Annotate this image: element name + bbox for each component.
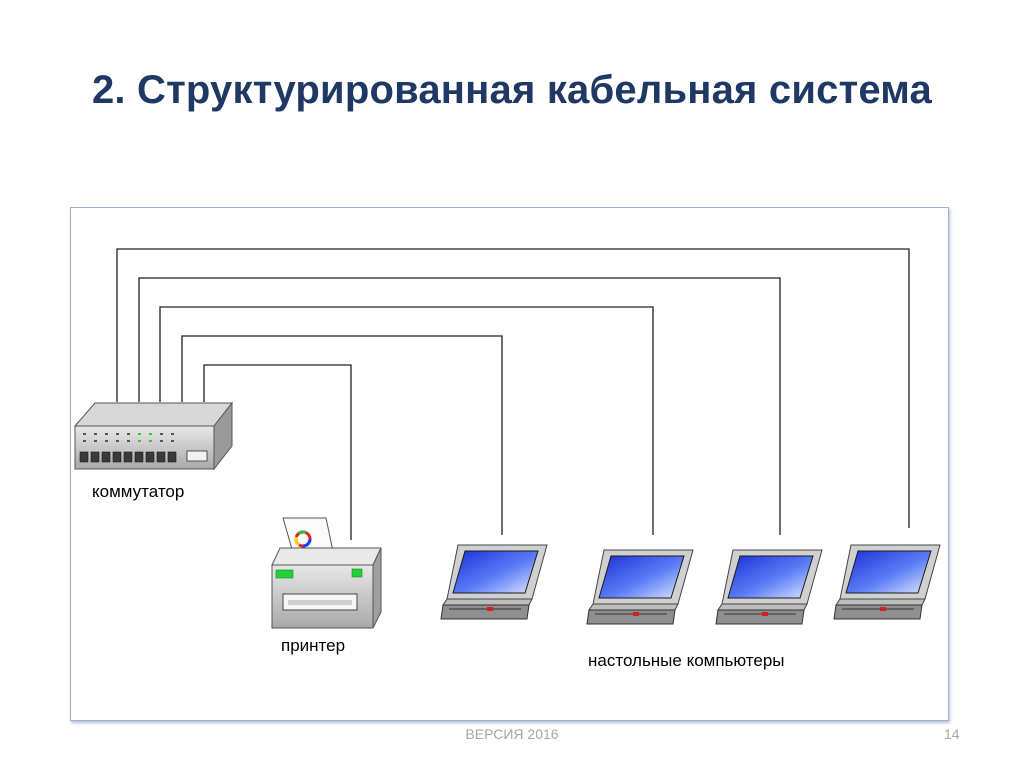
- cable-2: [138, 277, 781, 535]
- laptop-icon-1: [440, 544, 548, 620]
- laptop-icon-3: [715, 549, 823, 625]
- network-switch-icon: [73, 401, 234, 471]
- printer-icon: [271, 517, 382, 629]
- cable-1: [116, 248, 910, 528]
- footer-version: ВЕРСИЯ 2016: [465, 726, 559, 742]
- laptop-icon-4: [833, 544, 941, 620]
- switch-label: коммутатор: [92, 482, 184, 501]
- computers-label: настольные компьютеры: [588, 651, 785, 670]
- cables: [116, 248, 910, 540]
- printer-label: принтер: [281, 636, 345, 655]
- slide-title: 2. Структурированная кабельная система: [91, 68, 933, 112]
- cable-3: [159, 306, 654, 535]
- cable-5: [203, 364, 352, 540]
- laptop-icon-2: [586, 549, 694, 625]
- cable-4: [181, 335, 503, 535]
- page-number: 14: [944, 726, 960, 742]
